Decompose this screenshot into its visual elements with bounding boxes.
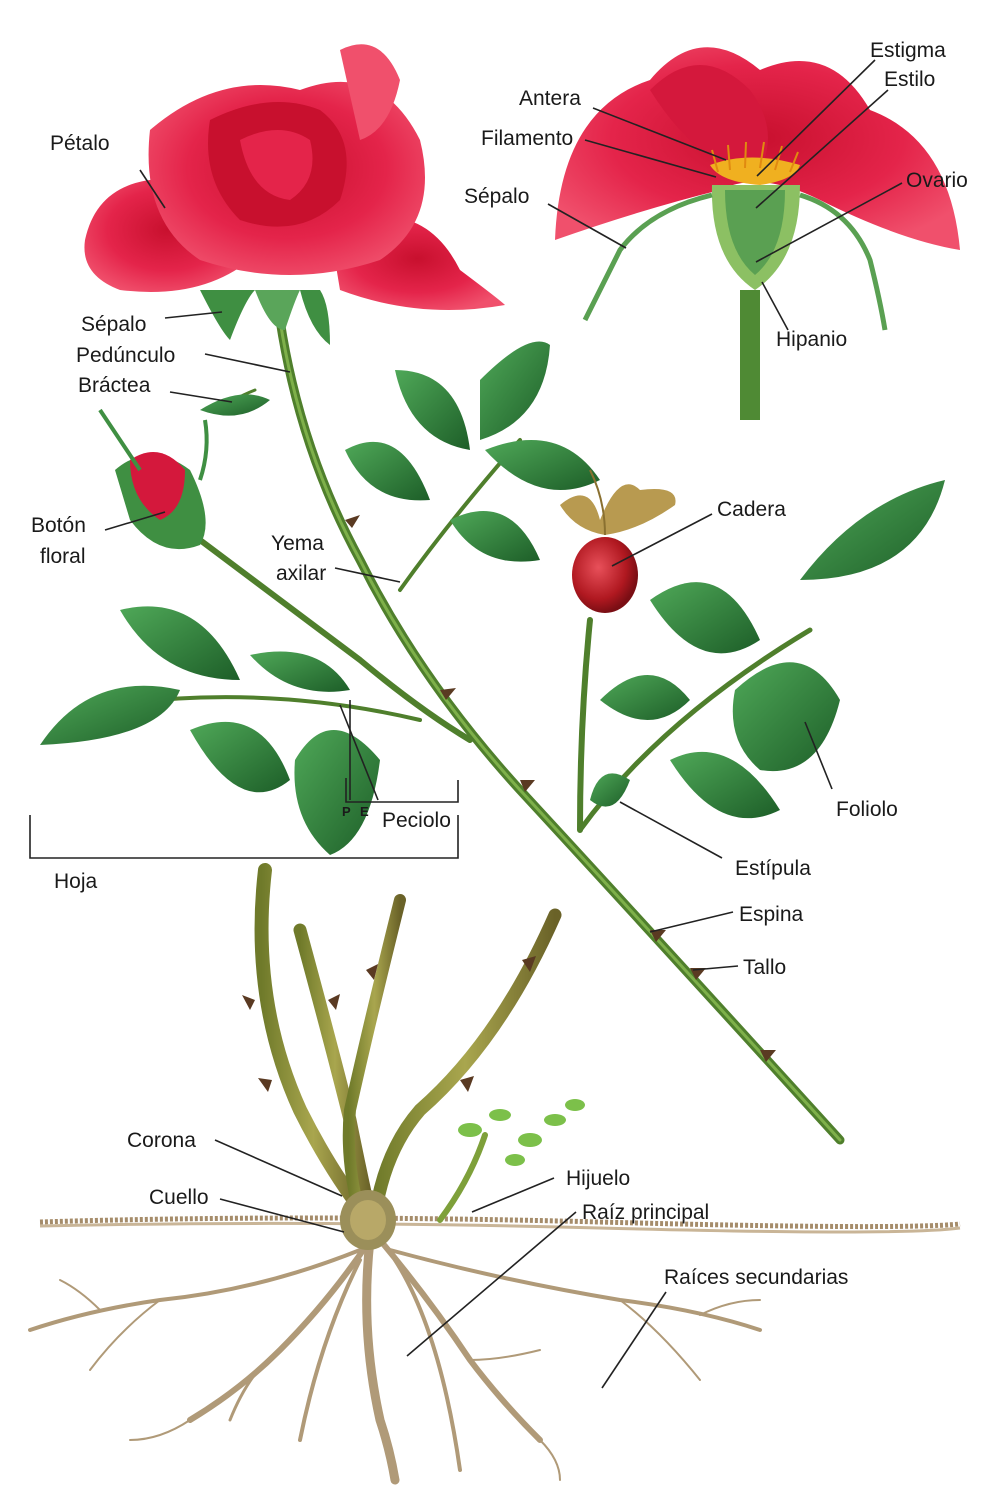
upper-leaves: [200, 342, 600, 562]
label-hoja: Hoja: [54, 870, 97, 893]
label-estigma: Estigma: [870, 39, 946, 62]
label-espina: Espina: [739, 903, 803, 926]
label-e-mark: E: [360, 804, 369, 819]
label-raiz-principal: Raíz principal: [582, 1201, 709, 1224]
label-tallo: Tallo: [743, 956, 786, 979]
label-yema-axilar-1: Yema: [271, 532, 324, 555]
soil-line: [40, 1218, 960, 1232]
label-p-mark: P: [342, 804, 351, 819]
label-hipanio: Hipanio: [776, 328, 847, 351]
label-corona: Corona: [127, 1129, 196, 1152]
label-peciolo: Peciolo: [382, 809, 451, 832]
label-bractea: Bráctea: [78, 374, 150, 397]
flower-bud: [100, 410, 207, 549]
label-yema-axilar-2: axilar: [276, 562, 326, 585]
right-leaves: [590, 480, 945, 818]
main-rose: [84, 44, 505, 345]
label-estilo: Estilo: [884, 68, 935, 91]
roots: [30, 1240, 760, 1480]
label-cadera: Cadera: [717, 498, 786, 521]
label-sepalo-main: Sépalo: [81, 313, 146, 336]
label-filamento: Filamento: [481, 127, 573, 150]
section-flower: [555, 47, 960, 420]
crown-base: [340, 1190, 396, 1250]
label-cuello: Cuello: [149, 1186, 209, 1209]
label-petalo: Pétalo: [50, 132, 110, 155]
label-boton-floral-1: Botón: [31, 514, 86, 537]
label-ovario: Ovario: [906, 169, 968, 192]
label-hijuelo: Hijuelo: [566, 1167, 630, 1190]
canes: [262, 870, 555, 1220]
label-boton-floral-2: floral: [40, 545, 86, 568]
label-raices-secundarias: Raíces secundarias: [664, 1266, 848, 1289]
label-estipula: Estípula: [735, 857, 811, 880]
label-foliolo: Foliolo: [836, 798, 898, 821]
label-sepalo-section: Sépalo: [464, 185, 529, 208]
label-pedunculo: Pedúnculo: [76, 344, 175, 367]
label-antera: Antera: [519, 87, 581, 110]
left-compound-leaf: [40, 606, 380, 855]
